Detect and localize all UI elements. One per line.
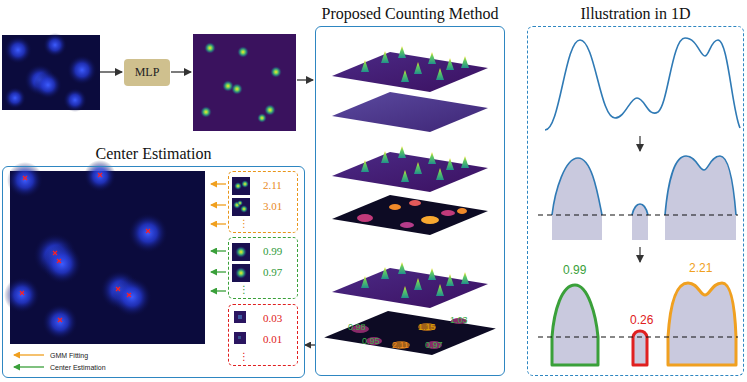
panel-title: Proposed Counting Method [316,4,504,24]
score-label: 0.26 [630,313,653,327]
score-label: 0.99 [563,263,586,277]
score-label: 1.03 [450,315,468,326]
ellipsis: ⋮ [239,217,297,231]
ellipsis: ⋮ [239,283,297,297]
legend-text: GMM Fitting [50,351,88,360]
mlp-block: MLP [124,59,170,86]
panel-title: Illustration in 1D [528,4,743,24]
score-value: 2.11 [263,175,297,196]
method-panel: Proposed Counting Method [315,26,505,376]
score-value: 0.97 [263,262,297,283]
score-value: 3.01 [263,196,297,217]
score-label: 0.98 [348,322,366,333]
score-value: 0.01 [263,329,297,350]
score-value: 0.99 [263,241,297,262]
flow-arrow [305,344,315,345]
score-value: 0.03 [263,308,297,329]
gmm-group-box: 2.113.01⋮ [228,171,298,233]
panel-title: Center Estimation [3,144,304,164]
ellipsis: ⋮ [239,350,297,364]
discard-group-box: 0.030.01⋮ [228,304,298,366]
legend-text: Center Estimation [50,363,106,372]
score-label: 2.11 [392,340,409,351]
center-group-box: 0.990.97⋮ [228,237,298,299]
score-label: 0.97 [425,340,443,351]
score-label: 2.21 [689,261,712,275]
center-estimation-panel: Center Estimation2.113.01⋮0.990.97⋮0.030… [2,166,305,378]
score-label: 1.15 [418,322,436,333]
block-label: MLP [135,65,160,80]
score-label: 0.95 [362,336,380,347]
